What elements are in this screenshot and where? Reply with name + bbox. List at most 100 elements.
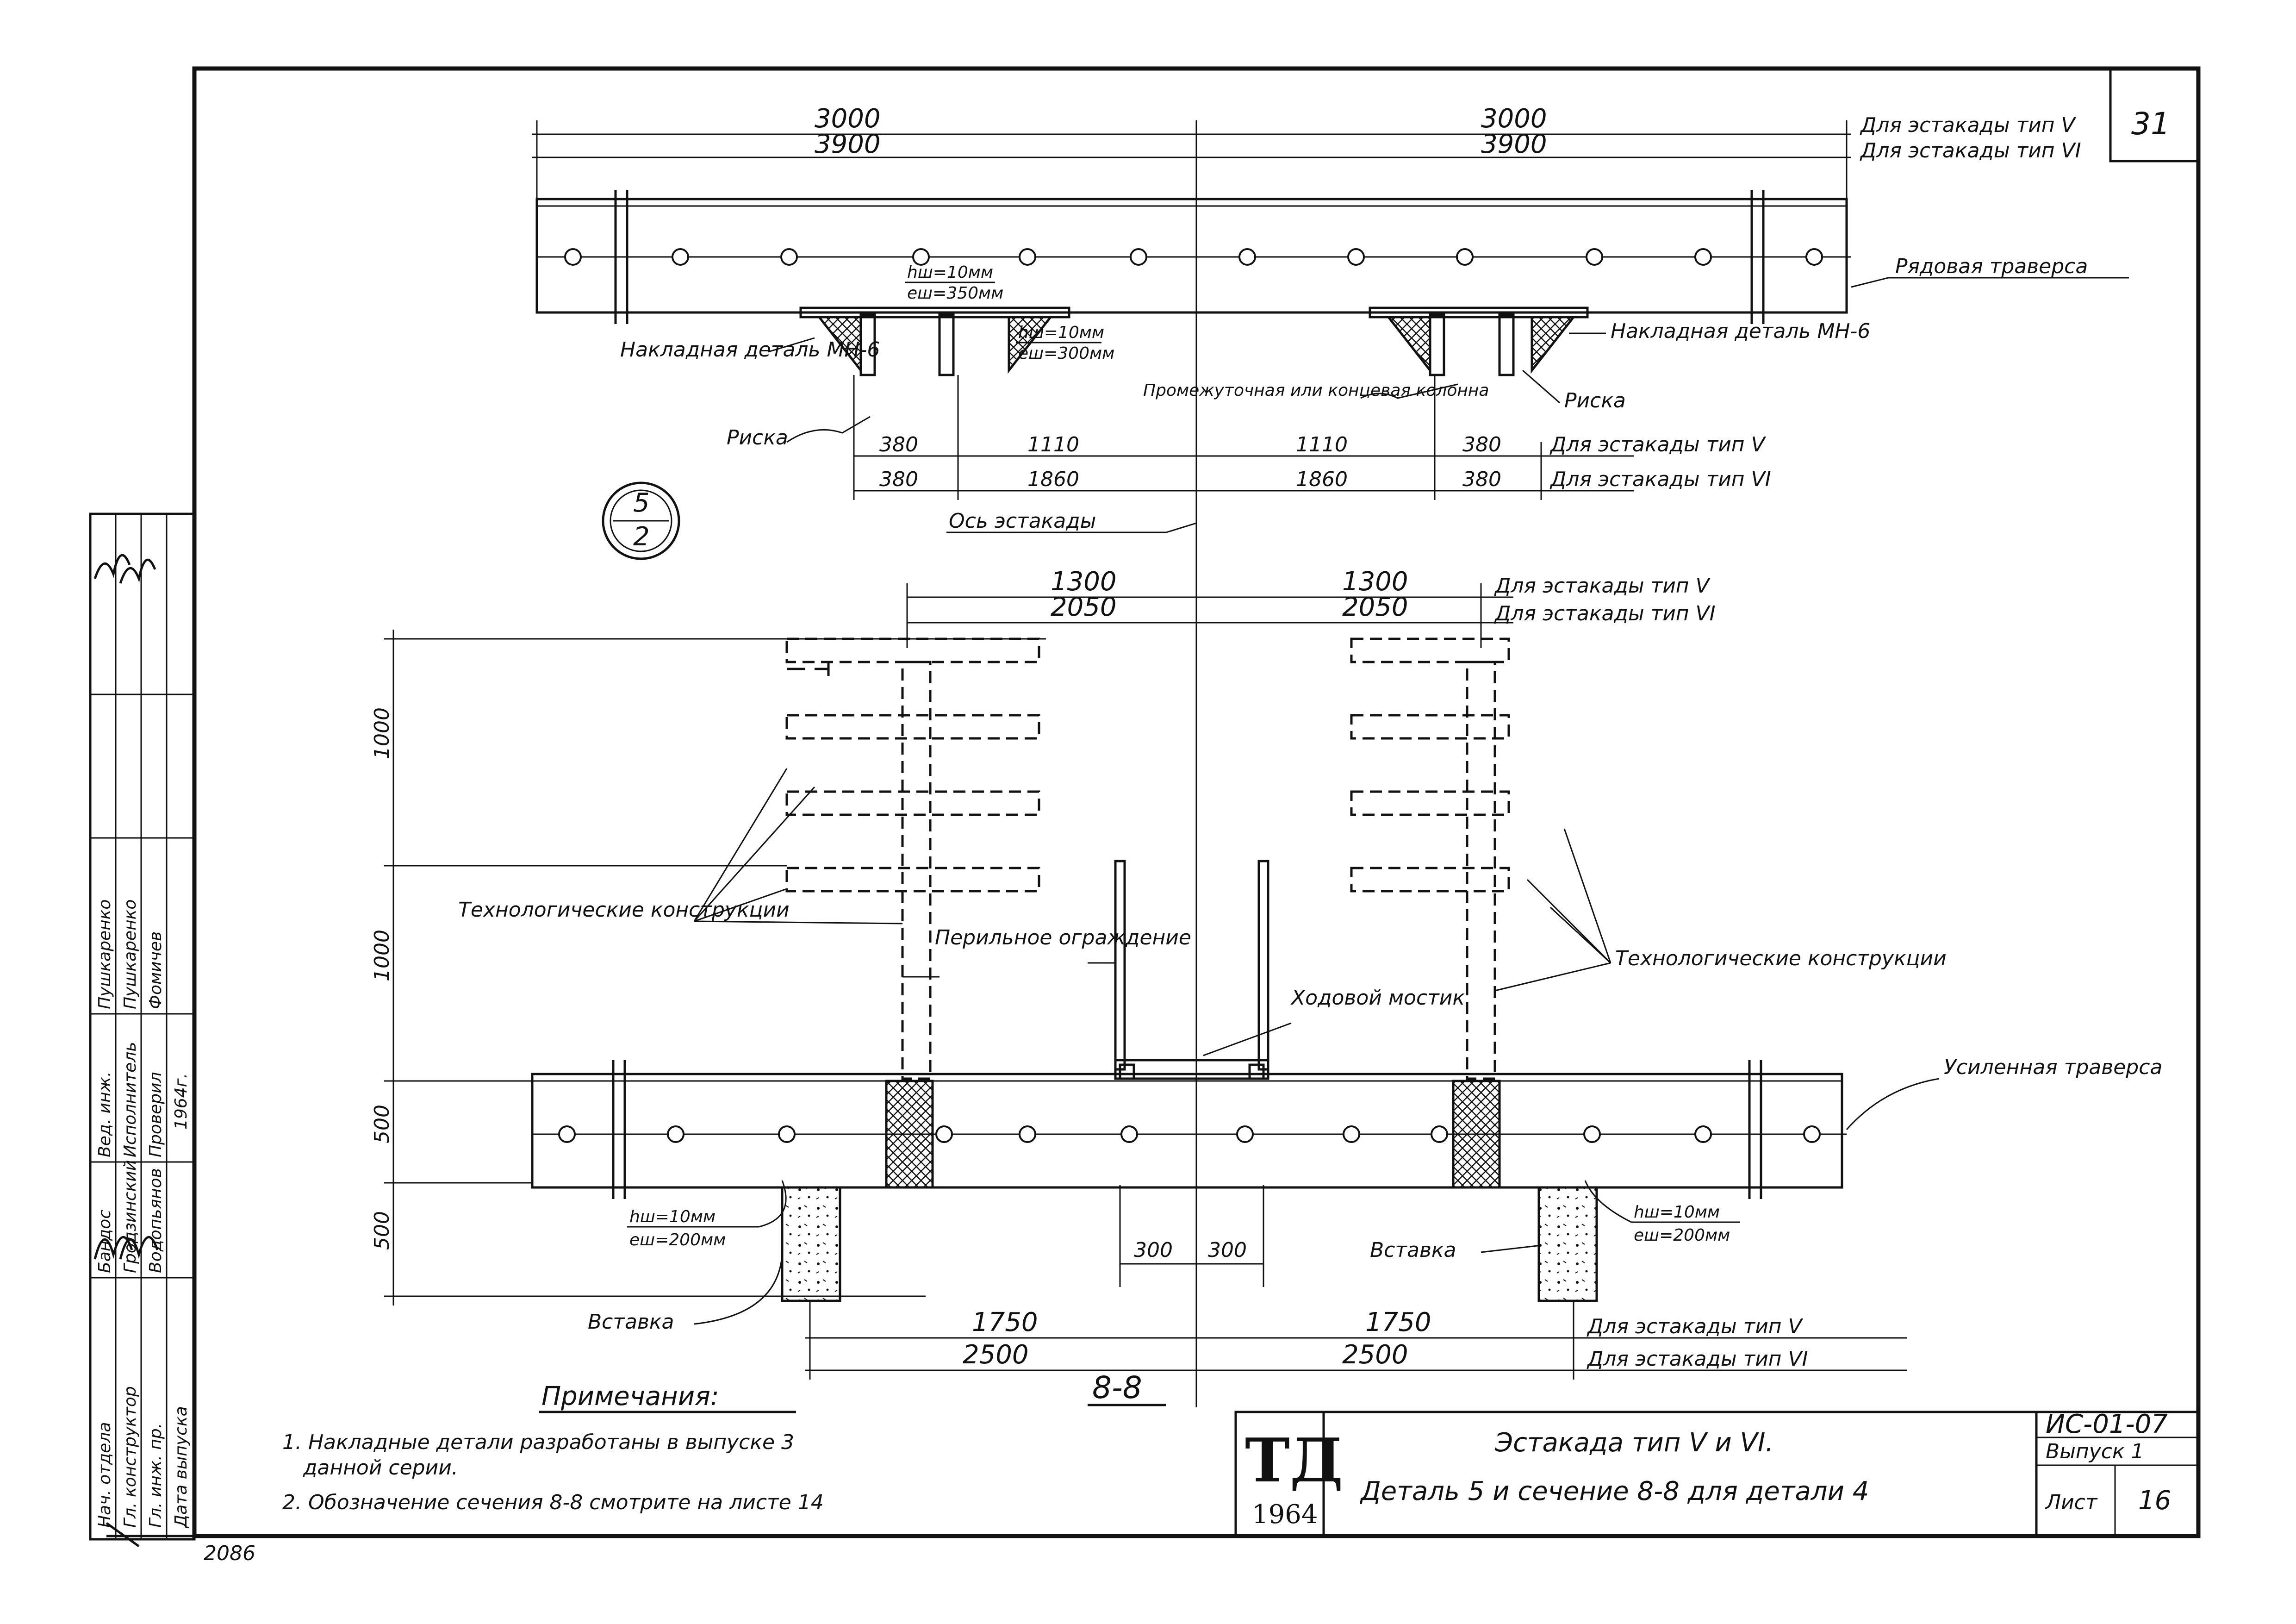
stamp-label-engineer: Гл. инж. пр. <box>146 1423 165 1528</box>
bolt-hole <box>1456 248 1474 266</box>
bot-2500-right: 2500 <box>1342 1340 1408 1370</box>
logo-letters: ТД <box>1245 1425 1343 1496</box>
stamp-name-checked: Фомичев <box>146 931 165 1009</box>
weld-r-2: eш=200мм <box>1634 1226 1730 1245</box>
detail-callout <box>602 481 680 560</box>
left-stamp: Нач. отдела Бандос Вед. инж. Пушкаренко … <box>89 512 196 1541</box>
bolt-hole <box>672 248 689 266</box>
vdim-2: 1000 <box>370 930 394 981</box>
bolt-hole <box>1805 248 1823 266</box>
stamp-name-head: Бандос <box>95 1210 114 1273</box>
dim-2050-right: 2050 <box>1342 592 1408 622</box>
stamp-label-date: Дата выпуска <box>172 1406 191 1529</box>
weld-r-1: hш=10мм <box>1634 1203 1720 1222</box>
overlay-plate-left <box>799 306 1070 500</box>
insert-left <box>781 1186 841 1302</box>
bolt-hole <box>1431 1125 1448 1143</box>
weld-left-2: eш=350мм <box>907 284 1003 303</box>
ordinary-traverse-label: Рядовая траверса <box>1895 255 2088 278</box>
break-right <box>1750 190 1765 324</box>
sheet-label: Лист <box>2045 1491 2098 1514</box>
series-code: ИС-01-07 <box>2046 1409 2168 1439</box>
bolt-hole <box>1343 1125 1360 1143</box>
bolt-hole <box>1694 1125 1712 1143</box>
row1-dim-1: 380 <box>879 433 918 456</box>
note-top5: Для эстакады тип V <box>1494 574 1711 598</box>
vdim-1: 1000 <box>370 707 394 759</box>
stamp-date: 1964г. <box>172 1073 191 1130</box>
walkway-label: Ходовой мостик <box>1290 986 1465 1010</box>
bolt-hole <box>780 248 798 266</box>
signature-marks <box>93 554 159 1260</box>
railing-label: Перильное ограждение <box>935 926 1191 949</box>
notes: Примечания: 1. Накладные детали разработ… <box>282 1381 824 1514</box>
bolt-hole <box>558 1125 576 1143</box>
notes-heading: Примечания: <box>541 1381 719 1412</box>
row2-dim-4: 380 <box>1462 468 1501 491</box>
bolt-hole <box>667 1125 684 1143</box>
frame: 31 <box>106 66 2201 1548</box>
bot-note6: Для эстакады тип VI <box>1587 1347 1808 1371</box>
bolt-hole <box>1236 1125 1254 1143</box>
bot-1750-left: 1750 <box>972 1307 1038 1337</box>
tech-structure-left <box>785 637 1040 1080</box>
overlay-label-left: Накладная деталь МН-6 <box>620 338 880 362</box>
bolt-hole <box>935 1125 953 1143</box>
note-type5-top: Для эстакады тип V <box>1860 113 2077 137</box>
reinforced-traverse-label: Усиленная траверса <box>1944 1056 2162 1079</box>
detail-5: 3000 3900 3000 3900 Для эстакады тип V Д… <box>532 104 2129 579</box>
bolt-hole <box>1019 248 1036 266</box>
mark-label-left: Риска <box>727 426 788 450</box>
dim-1300-left: 1300 <box>1051 567 1117 597</box>
row2-dim-1: 380 <box>879 468 918 491</box>
bot-2500-left: 2500 <box>963 1340 1029 1370</box>
weld-right-2: eш=300мм <box>1018 344 1114 363</box>
bolt-hole <box>564 248 582 266</box>
bolt-hole <box>1130 248 1147 266</box>
insert-label-right: Вставка <box>1370 1238 1456 1262</box>
dim-3000-right: 3000 <box>1481 104 1547 134</box>
row1-dim-2: 1110 <box>1027 433 1079 456</box>
note-line-2: данной серии. <box>303 1456 458 1480</box>
break-left <box>614 190 628 324</box>
callout-sheet: 2 <box>633 522 650 552</box>
bolt-hole <box>1803 1125 1821 1143</box>
tech-structure-right <box>1350 637 1510 1080</box>
bolt-hole <box>1583 1125 1601 1143</box>
dim-3000-left: 3000 <box>815 104 881 134</box>
bolt-hole <box>1238 248 1256 266</box>
row2-note: Для эстакады тип VI <box>1549 468 1771 491</box>
bolt-hole <box>1694 248 1712 266</box>
dim-2050-left: 2050 <box>1051 592 1117 622</box>
vdim-4: 500 <box>370 1211 394 1250</box>
overlay-label-right: Накладная деталь МН-6 <box>1611 319 1870 343</box>
vdim-3: 500 <box>370 1105 394 1143</box>
archive-number: 2086 <box>204 1542 255 1565</box>
walkway <box>1114 860 1269 1080</box>
insert-right <box>1537 1186 1598 1302</box>
row2-dim-3: 1860 <box>1296 468 1348 491</box>
dim-3900-left: 3900 <box>815 129 881 159</box>
tech-label-right: Технологические конструкции <box>1615 947 1947 970</box>
axis-label: Ось эстакады <box>949 509 1096 533</box>
weld-left-1: hш=10мм <box>907 263 993 282</box>
sheet-no: 16 <box>2138 1486 2171 1516</box>
bot-note5: Для эстакады тип V <box>1587 1315 1804 1338</box>
bolt-hole <box>1586 248 1603 266</box>
row1-note: Для эстакады тип V <box>1549 433 1767 456</box>
stamp-name-chief: Гродзинский <box>121 1160 140 1273</box>
dim-1300-right: 1300 <box>1342 567 1408 597</box>
row1-dim-3: 1110 <box>1296 433 1348 456</box>
weld-l-1: hш=10мм <box>629 1207 716 1226</box>
reinforced-traverse <box>531 1073 1843 1189</box>
tech-label-left: Технологические конструкции <box>458 898 790 922</box>
row2-dim-2: 1860 <box>1027 468 1079 491</box>
logo-year: 1964 <box>1252 1499 1318 1530</box>
bolt-hole <box>912 248 930 266</box>
note-top6: Для эстакады тип VI <box>1494 602 1716 625</box>
mid-dim-2: 300 <box>1208 1238 1247 1262</box>
column-label: Промежуточная или концевая колонна <box>1143 381 1489 400</box>
callout-number: 5 <box>633 488 650 518</box>
stamp-label-head: Нач. отдела <box>95 1422 114 1528</box>
